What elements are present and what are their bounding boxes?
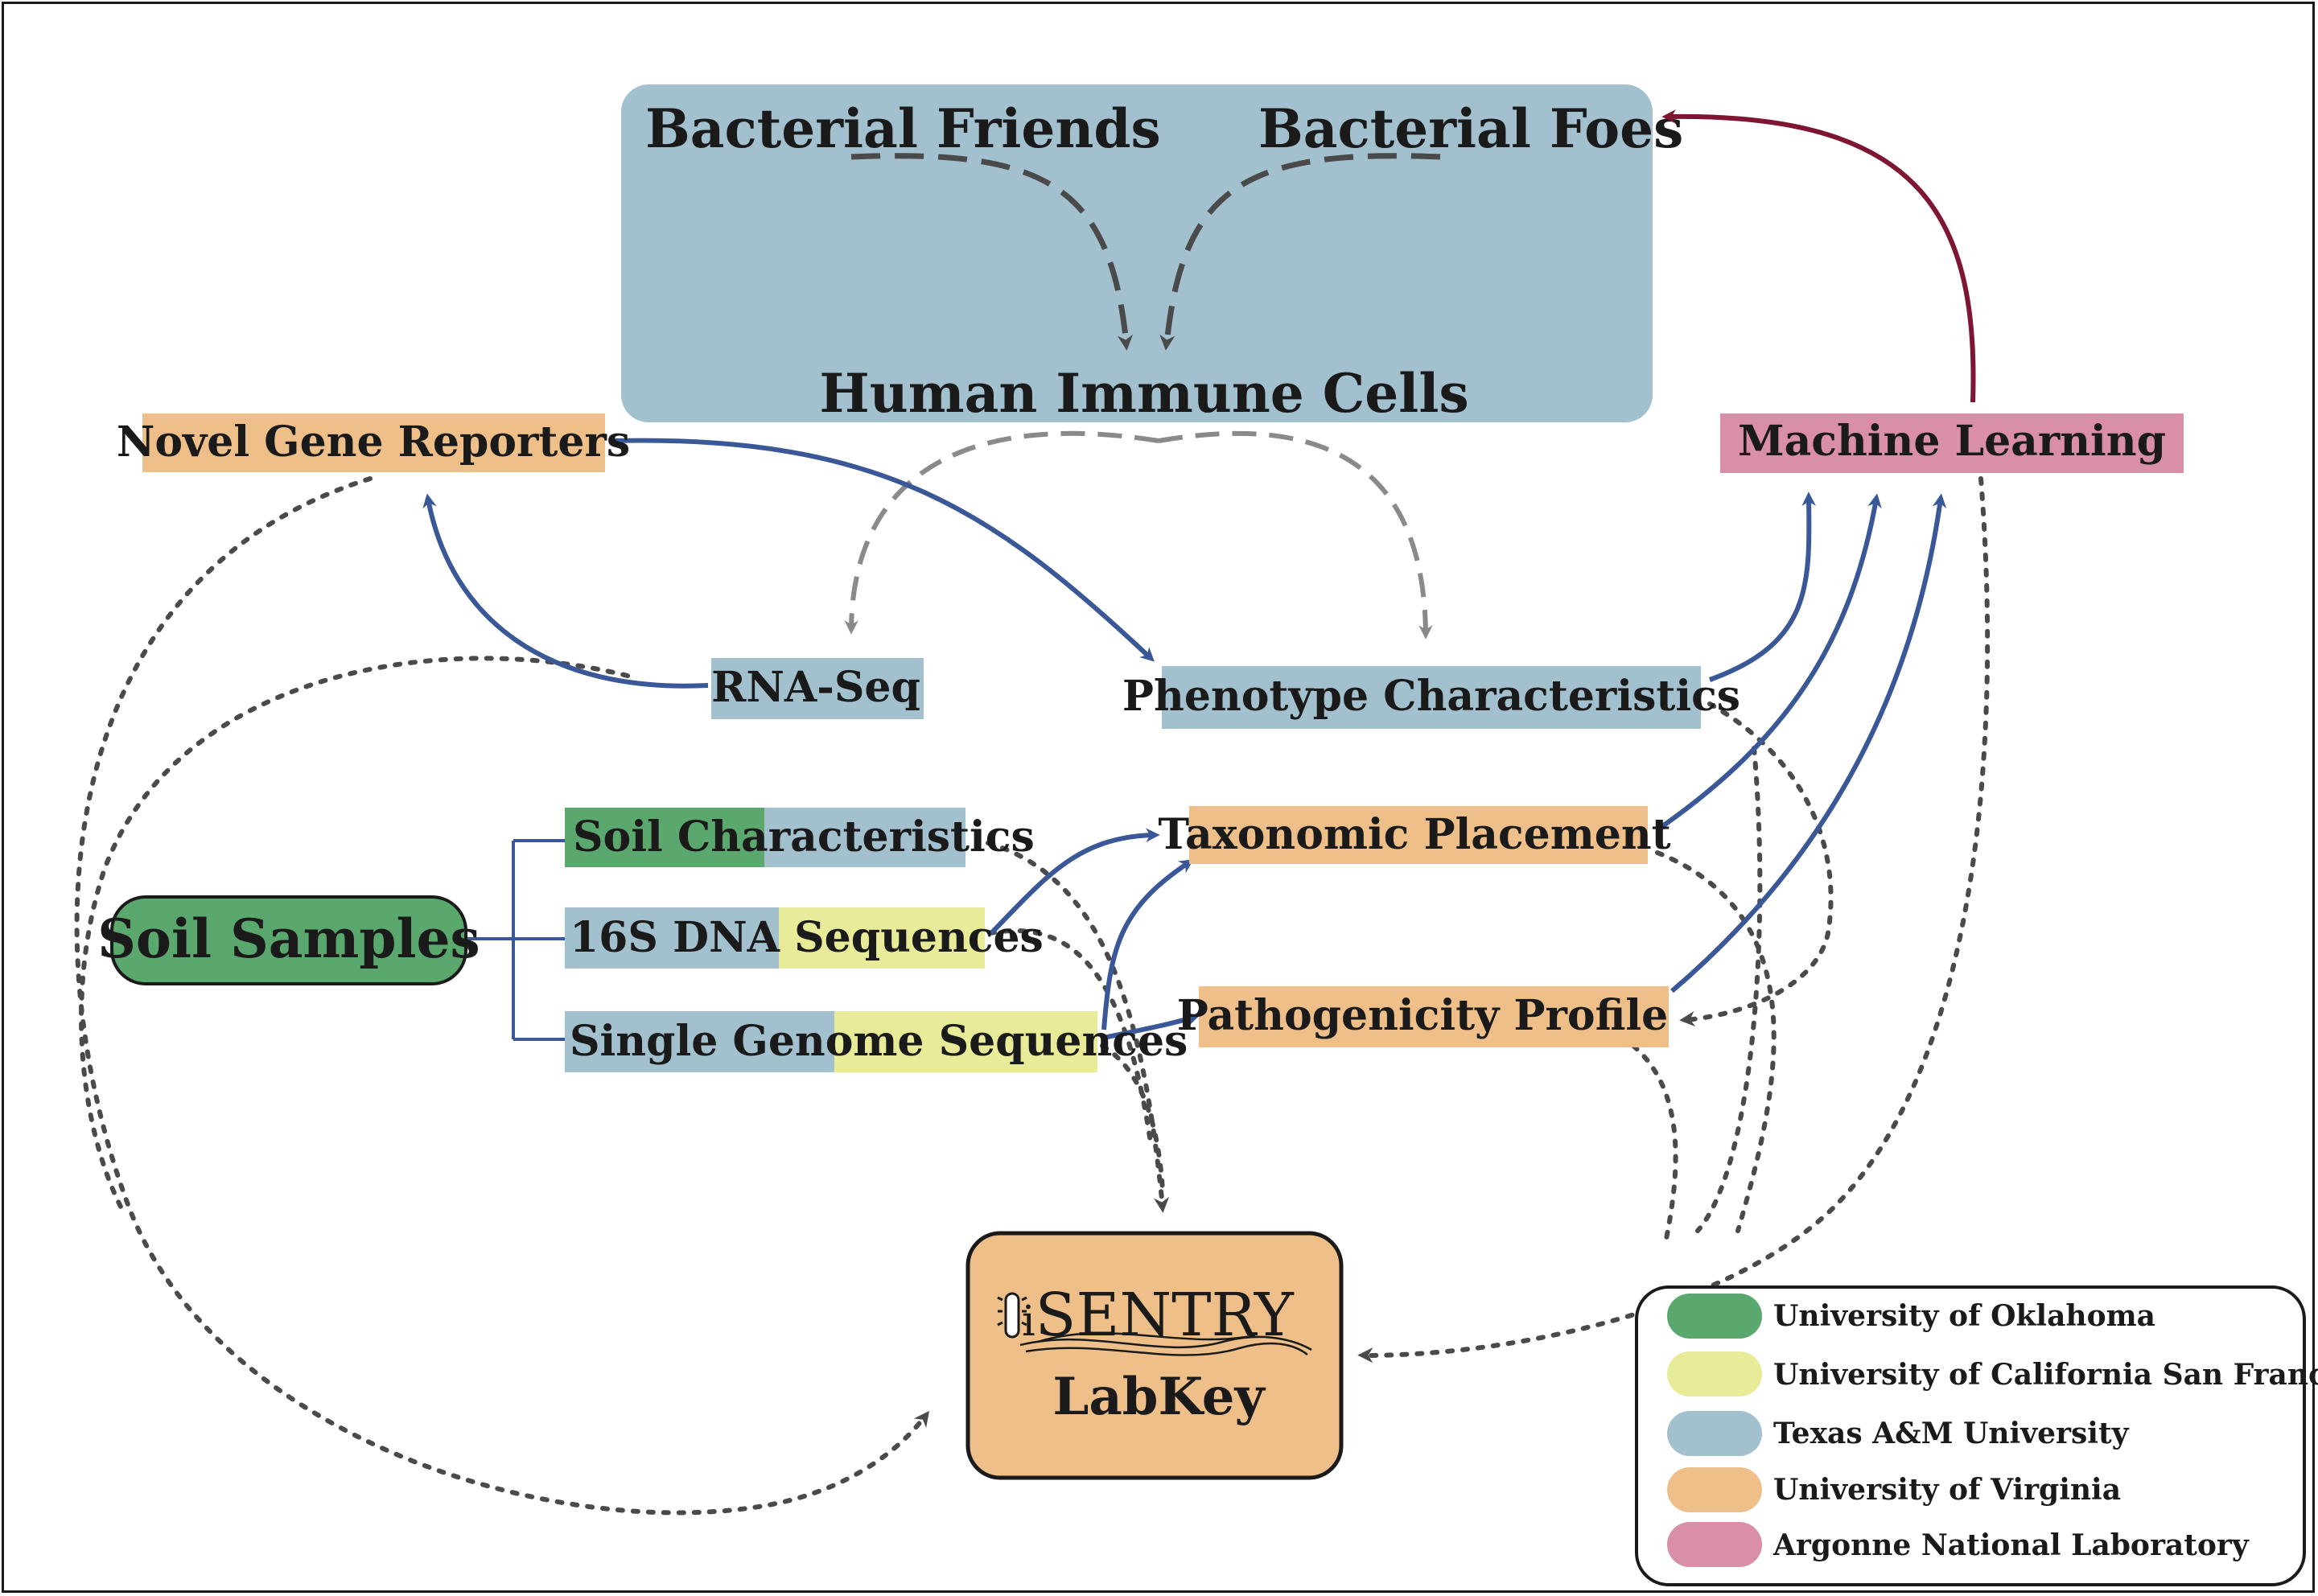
rna-seq-label: RNA-Seq bbox=[711, 663, 920, 712]
machine-learning-box bbox=[1720, 413, 2184, 473]
pathogenicity-to-ml-arrow bbox=[1670, 493, 1947, 993]
novel-gene-to-labkey-dotted bbox=[74, 476, 929, 1516]
soil-bracket bbox=[467, 839, 565, 1041]
node-taxonomic-placement: Taxonomic Placement bbox=[1158, 806, 1671, 864]
soil-characteristics-box-tamu bbox=[764, 808, 965, 867]
dotted-arrows bbox=[74, 476, 1991, 1516]
dna16s-box-tamu bbox=[565, 907, 779, 969]
sentry-bacterium-icon bbox=[997, 1292, 1027, 1339]
legend: University of Oklahoma University of Cal… bbox=[1635, 1285, 2318, 1586]
legend-label-tamu: Texas A&M University bbox=[1773, 1417, 2130, 1450]
dna16s-label-part1: 16S DNA bbox=[570, 913, 794, 962]
taxonomic-to-ml-arrow bbox=[1657, 493, 1882, 831]
node-machine-learning: Machine Learning bbox=[1720, 413, 2184, 473]
rnaseq-to-novel-gene-arrow bbox=[422, 493, 709, 689]
top-panel-background bbox=[621, 84, 1653, 422]
friends-to-immune-arrow bbox=[850, 153, 1134, 351]
foes-to-immune-arrow bbox=[1159, 153, 1441, 351]
sentry-labkey-box bbox=[965, 1231, 1344, 1480]
dna16s-to-taxonomic-arrow bbox=[989, 828, 1160, 936]
legend-swatch-ucsf bbox=[1667, 1351, 1762, 1396]
node-soil-samples: Soil Samples bbox=[97, 895, 480, 985]
single-genome-box-tamu bbox=[565, 1011, 834, 1072]
immune-to-phenotype-arrow bbox=[1158, 430, 1433, 640]
pathogenicity-profile-box bbox=[1199, 986, 1669, 1047]
legend-item: University of Oklahoma bbox=[1667, 1294, 2155, 1339]
single-genome-box-ucsf bbox=[834, 1011, 1097, 1072]
ml-to-bacteria-arrow bbox=[1661, 109, 1976, 403]
soil-char-to-labkey-dotted bbox=[986, 841, 1170, 1213]
phenotype-characteristics-box bbox=[1162, 666, 1701, 729]
pathogenicity-to-labkey-dotted bbox=[1631, 1043, 1678, 1245]
bacterial-friends-label: Bacterial Friends bbox=[645, 97, 1161, 160]
single-genome-to-pathogenicity-arrow bbox=[1103, 1012, 1200, 1040]
single-genome-dotted bbox=[1100, 1043, 1165, 1193]
phenotype-to-labkey-dotted bbox=[1695, 746, 1763, 1233]
legend-item: Argonne National Laboratory bbox=[1667, 1522, 2250, 1567]
dna16s-label-part2: Sequences bbox=[794, 913, 1044, 962]
node-pathogenicity-profile: Pathogenicity Profile bbox=[1177, 986, 1669, 1047]
blue-arrows bbox=[422, 438, 1947, 1040]
single-genome-label-part2: e Sequences bbox=[897, 1017, 1188, 1066]
machine-learning-label: Machine Learning bbox=[1738, 417, 2166, 466]
node-sentry-labkey: iSENTRY LabKey bbox=[965, 1231, 1344, 1480]
legend-item: University of Virginia bbox=[1667, 1467, 2121, 1512]
legend-swatch-oklahoma bbox=[1667, 1294, 1762, 1339]
legend-swatch-tamu bbox=[1667, 1411, 1762, 1456]
dna16s-dotted bbox=[987, 928, 1153, 1145]
soil-samples-label: Soil Samples bbox=[97, 907, 480, 970]
novel-gene-to-phenotype-arrow bbox=[612, 438, 1155, 662]
labkey-label: LabKey bbox=[1052, 1367, 1266, 1427]
single-genome-label-part1: Single Genom bbox=[570, 1017, 897, 1066]
sentry-logo-word: SENTRY bbox=[1035, 1281, 1295, 1350]
legend-swatch-argonne bbox=[1667, 1522, 1762, 1567]
top-panel: Bacterial Friends Bacterial Foes Human I… bbox=[621, 84, 1683, 425]
legend-label-uva: University of Virginia bbox=[1773, 1473, 2121, 1507]
ml-to-labkey-dotted bbox=[1357, 476, 1991, 1364]
soil-characteristics-label-part2: cteristics bbox=[817, 812, 1035, 862]
soil-characteristics-label: Soil Characteristics bbox=[573, 812, 1035, 862]
legend-box bbox=[1635, 1285, 2306, 1586]
sentry-logo-i: i bbox=[1022, 1298, 1035, 1346]
dna16s-label: 16S DNA Sequences bbox=[570, 913, 1044, 962]
dna16s-box-ucsf bbox=[779, 907, 985, 969]
single-genome-to-taxonomic-arrow bbox=[1101, 859, 1194, 1030]
pathogenicity-profile-label: Pathogenicity Profile bbox=[1177, 991, 1669, 1040]
node-16s-dna-sequences: 16S DNA Sequences bbox=[565, 907, 1044, 969]
legend-label-argonne: Argonne National Laboratory bbox=[1772, 1528, 2250, 1562]
human-immune-cells-label: Human Immune Cells bbox=[819, 362, 1468, 425]
node-novel-gene-reporters: Novel Gene Reporters bbox=[117, 413, 630, 472]
rna-seq-box bbox=[711, 658, 924, 719]
legend-swatch-uva bbox=[1667, 1467, 1762, 1512]
phenotype-characteristics-label: Phenotype Characteristics bbox=[1122, 672, 1740, 721]
legend-item: University of California San Francisco bbox=[1667, 1351, 2318, 1396]
taxonomic-placement-box bbox=[1189, 806, 1648, 864]
novel-gene-reporters-box bbox=[142, 413, 605, 472]
bacterial-foes-label: Bacterial Foes bbox=[1258, 97, 1683, 160]
soil-characteristics-label-part1: Soil Chara bbox=[573, 812, 817, 862]
node-rna-seq: RNA-Seq bbox=[711, 658, 924, 719]
taxonomic-placement-label: Taxonomic Placement bbox=[1158, 810, 1670, 859]
legend-label-oklahoma: University of Oklahoma bbox=[1773, 1299, 2155, 1333]
sentry-logo-swoosh bbox=[1019, 1332, 1312, 1356]
phenotype-to-pathogenicity-dotted bbox=[1679, 701, 1834, 1027]
legend-item: Texas A&M University bbox=[1667, 1411, 2130, 1456]
immune-to-rnaseq-arrow bbox=[844, 430, 1159, 635]
novel-gene-reporters-label: Novel Gene Reporters bbox=[117, 418, 630, 467]
legend-label-ucsf: University of California San Francisco bbox=[1773, 1358, 2318, 1392]
single-genome-label: Single Genome Sequences bbox=[570, 1017, 1188, 1066]
node-phenotype-characteristics: Phenotype Characteristics bbox=[1122, 666, 1740, 729]
soil-samples-box bbox=[110, 895, 467, 985]
soil-bracket-lines bbox=[467, 839, 565, 1041]
taxonomic-to-labkey-dotted bbox=[1655, 850, 1777, 1233]
node-soil-characteristics: Soil Characteristics bbox=[565, 808, 1035, 867]
rnaseq-dotted-loop bbox=[79, 656, 630, 1209]
node-single-genome-sequences: Single Genome Sequences bbox=[565, 1011, 1188, 1072]
phenotype-to-ml-arrow bbox=[1708, 492, 1816, 682]
sentry-logo-text: iSENTRY bbox=[1022, 1281, 1295, 1350]
soil-characteristics-box-oklahoma bbox=[565, 808, 764, 867]
